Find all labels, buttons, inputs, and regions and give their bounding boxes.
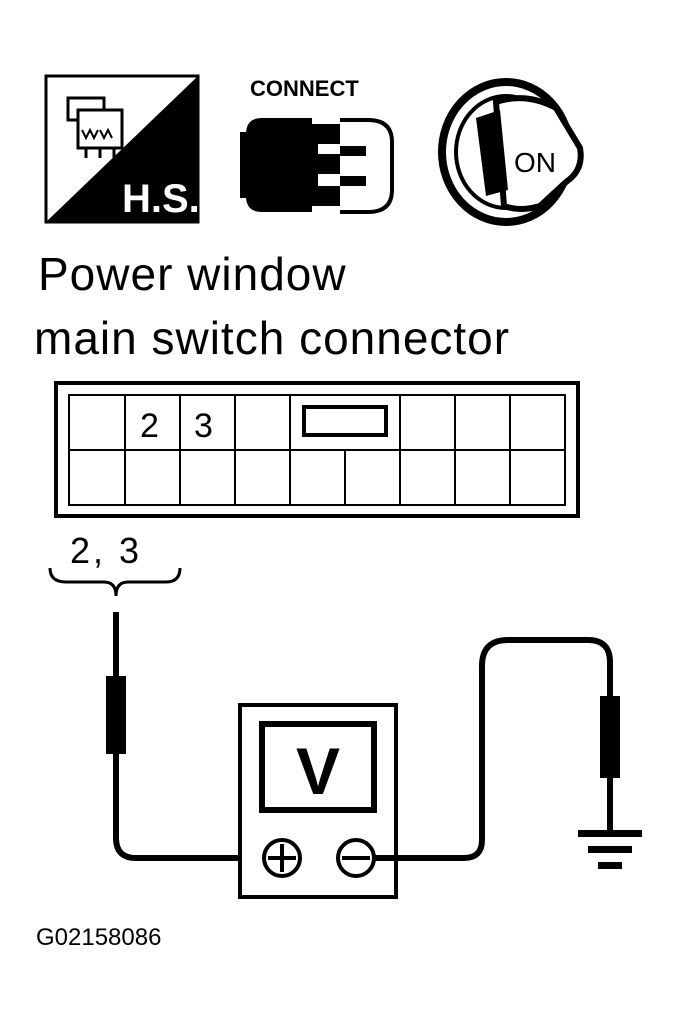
title-line-2: main switch connector: [34, 312, 510, 364]
terminal-brace: [48, 567, 182, 597]
negative-probe-lead: [374, 637, 620, 861]
hs-harness-icon: H.S.: [44, 74, 200, 224]
pin-label-2: 2: [140, 407, 159, 445]
ground-icon: [578, 830, 642, 869]
positive-probe-lead: [106, 612, 252, 861]
connector-face: 2 3: [54, 381, 580, 518]
on-label: ON: [514, 147, 556, 178]
title-line-1: Power window: [38, 248, 347, 300]
hs-label: H.S.: [122, 177, 200, 221]
negative-terminal-icon: [336, 838, 376, 878]
probe-terminal-label: 2, 3: [70, 530, 142, 571]
ignition-key-on-icon: ON: [438, 78, 584, 226]
connect-label: CONNECT: [250, 76, 359, 101]
meter-display: V: [296, 734, 340, 808]
connect-icon: CONNECT: [240, 76, 394, 214]
pin-label-3: 3: [194, 407, 213, 445]
figure-id: G02158086: [36, 924, 161, 951]
positive-terminal-icon: [262, 838, 302, 878]
voltmeter: V: [238, 703, 398, 899]
